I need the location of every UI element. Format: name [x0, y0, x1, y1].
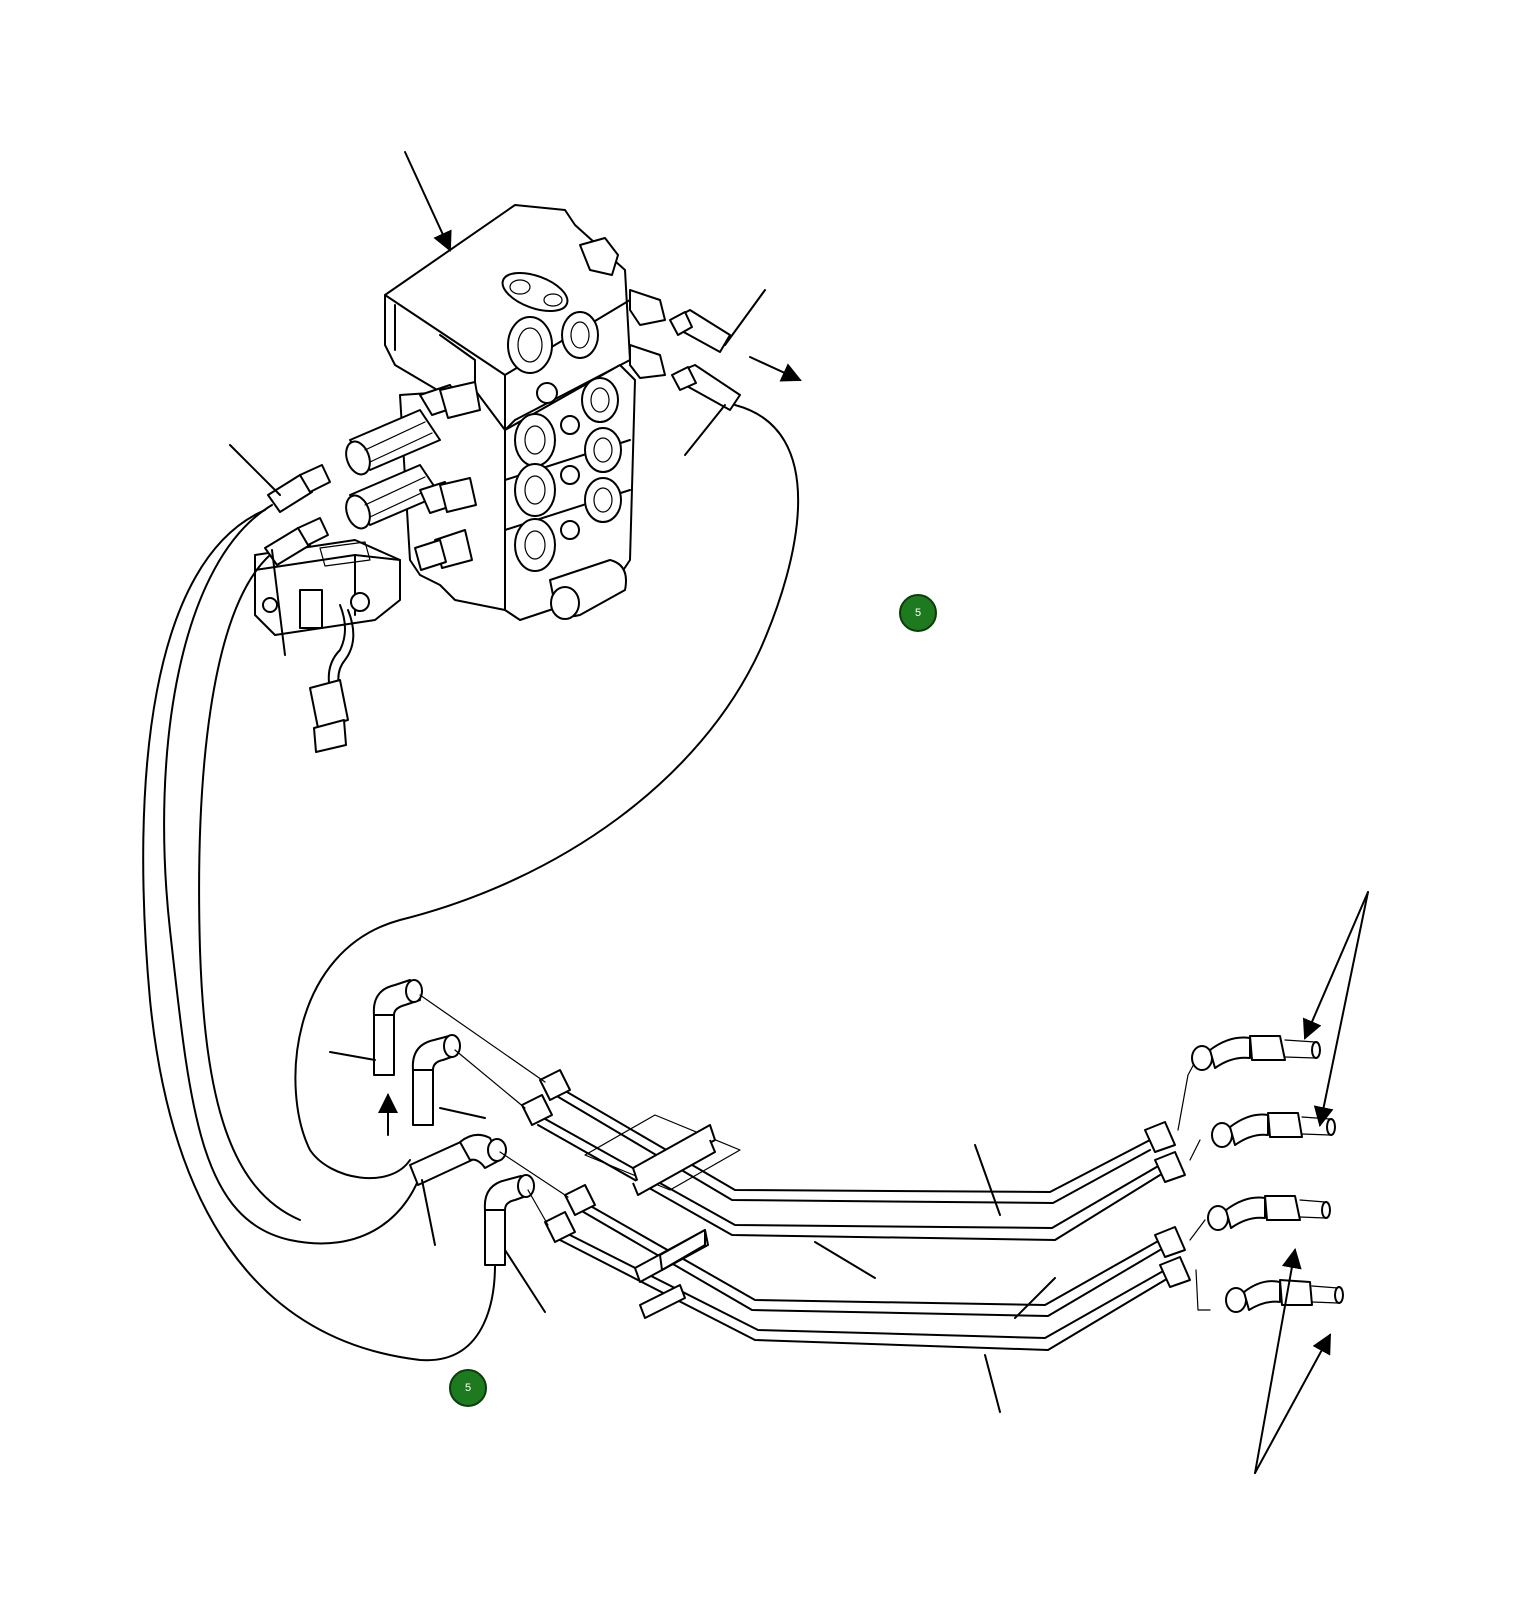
callout-reference-1[interactable]: 5 [899, 594, 937, 632]
tube-clamps [584, 1114, 741, 1319]
control-valve-assembly [254, 204, 666, 753]
leader-lines [229, 151, 1369, 1474]
elbow-fittings [372, 979, 535, 1266]
rigid-tube-bundle [419, 994, 1191, 1351]
callout-label: 5 [914, 607, 922, 619]
flexible-hoses [142, 404, 800, 1362]
callout-label: 5 [464, 1382, 472, 1394]
callout-reference-2[interactable]: 5 [449, 1369, 487, 1407]
upper-hose-fittings [264, 309, 741, 566]
quick-couplers [1177, 1035, 1344, 1313]
